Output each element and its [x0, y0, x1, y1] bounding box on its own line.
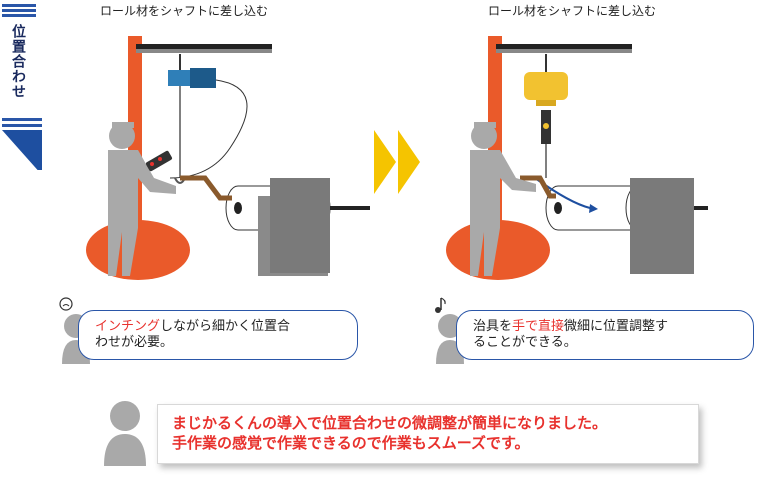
next-arrow-icon — [374, 130, 420, 194]
summary-line-2: 手作業の感覚で作業できるので作業もスムーズです。 — [172, 434, 530, 452]
right-caption: ロール材をシャフトに差し込む — [488, 4, 657, 18]
hoist-body — [168, 70, 190, 86]
inching-highlight: インチング — [95, 319, 161, 334]
summary-line-1: まじかるくんの導入で位置合わせの微調整が簡単になりました。 — [172, 414, 608, 432]
hoist-body — [524, 72, 568, 100]
right-illustration — [446, 36, 708, 280]
roll-material — [558, 186, 638, 230]
music-note-icon — [435, 297, 446, 313]
worried-face-icon — [59, 297, 73, 311]
left-speech-bubble: インチングしながら細かく位置合 わせが必要。 — [78, 310, 358, 360]
side-label: 位置合わせ — [0, 0, 42, 170]
side-tab-graphic — [2, 4, 42, 170]
crane-beam — [136, 44, 272, 49]
operator-figure — [109, 123, 135, 149]
left-illustration — [86, 36, 370, 280]
left-caption: ロール材をシャフトに差し込む — [100, 4, 269, 18]
presenter-person-icon — [104, 401, 146, 466]
pendant-remote — [145, 150, 173, 172]
operator-figure — [471, 123, 497, 149]
crane-beam — [496, 44, 632, 49]
direct-hand-highlight: 手で直接 — [512, 319, 565, 334]
shaft — [318, 206, 370, 210]
right-speech-bubble: 治具を手で直接微細に位置調整す ることができる。 — [456, 310, 754, 360]
side-label-text: 位置合わせ — [10, 24, 26, 99]
machine-block — [630, 178, 694, 274]
summary-text: まじかるくんの導入で位置合わせの微調整が簡単になりました。 手作業の感覚で作業で… — [172, 413, 607, 453]
summary-box: まじかるくんの導入で位置合わせの微調整が簡単になりました。 手作業の感覚で作業で… — [157, 404, 699, 464]
